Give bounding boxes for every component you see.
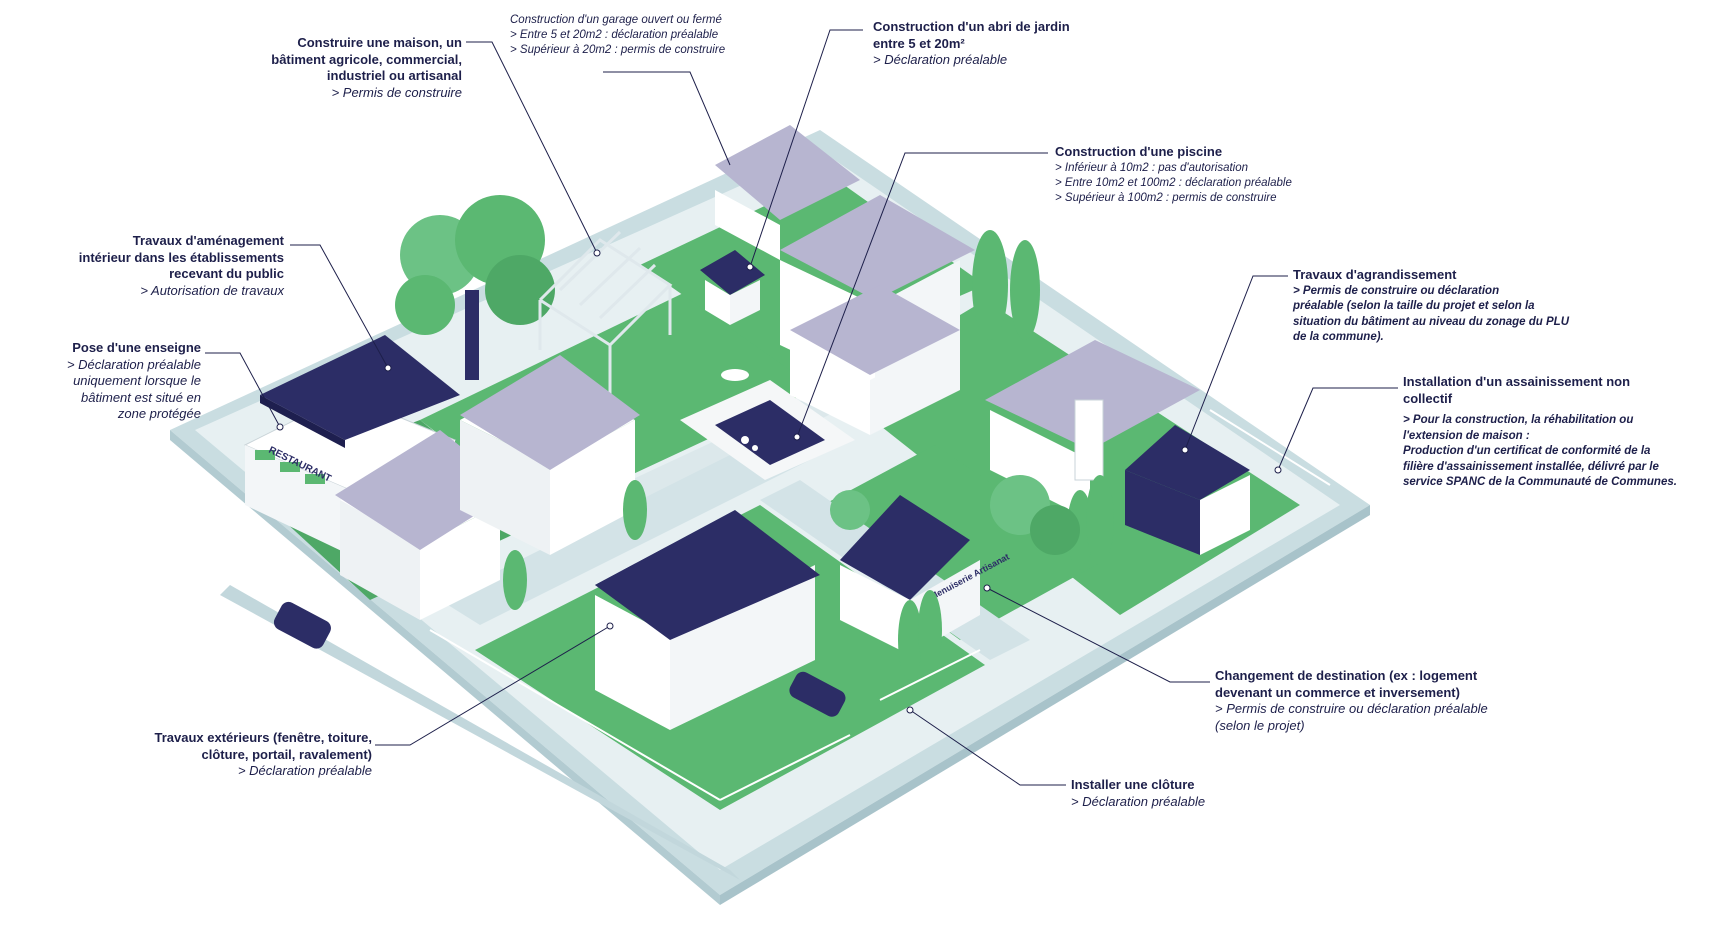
house-extension bbox=[985, 340, 1250, 555]
fences bbox=[429, 409, 1331, 801]
callout-note: > Permis de construire bbox=[331, 84, 462, 100]
leader-lines bbox=[205, 29, 1398, 786]
callout-title: Installer une clôture bbox=[1071, 777, 1195, 792]
callout-title: Pose d'une enseigne bbox=[72, 340, 201, 355]
callout-title: Changement de destination (ex : logement… bbox=[1215, 668, 1478, 700]
callout-title: Travaux extérieurs (fenêtre, toiture, cl… bbox=[154, 730, 372, 762]
callout-title: Construction d'un garage ouvert ou fermé bbox=[510, 14, 722, 26]
house-middle bbox=[460, 355, 640, 555]
callout-note: > Permis de construire ou déclaration pr… bbox=[1215, 701, 1488, 733]
callout-abri-jardin: Construction d'un abri de jardin entre 5… bbox=[873, 19, 1113, 69]
callout-amenagement: Travaux d'aménagement intérieur dans les… bbox=[40, 233, 284, 299]
callout-note: > Déclaration préalable uniquement lorsq… bbox=[66, 356, 201, 422]
callout-construire-maison: Construire une maison, un bâtiment agric… bbox=[230, 35, 462, 101]
callout-line: > Supérieur à 20m2 : permis de construir… bbox=[510, 44, 726, 56]
big-tree bbox=[395, 195, 555, 380]
callout-note: > Pour la construction, la réhabilitatio… bbox=[1403, 414, 1677, 488]
callout-note: > Permis de construire ou déclaration pr… bbox=[1293, 284, 1570, 344]
callout-note: > Déclaration préalable bbox=[873, 52, 1008, 67]
restaurant-building: RESTAURANT bbox=[243, 335, 460, 555]
cypress-trees bbox=[503, 230, 1114, 680]
callout-note: > Autorisation de travaux bbox=[140, 282, 284, 298]
callout-garage: Construction d'un garage ouvert ou fermé… bbox=[510, 13, 770, 58]
garden-shed bbox=[700, 250, 765, 325]
callout-title: Travaux d'aménagement intérieur dans les… bbox=[78, 233, 284, 281]
callout-title: Installation d'un assainissement non col… bbox=[1403, 374, 1631, 406]
callout-note: > Déclaration préalable bbox=[1071, 793, 1206, 809]
callout-line: > Entre 10m2 et 100m2 : déclaration préa… bbox=[1055, 176, 1292, 189]
cars bbox=[273, 601, 846, 717]
house-front bbox=[595, 510, 820, 730]
callout-line: > Entre 5 et 20m2 : déclaration préalabl… bbox=[510, 29, 719, 41]
house-top-garage bbox=[715, 125, 860, 260]
callout-note: > Déclaration préalable bbox=[237, 763, 372, 778]
callout-title: Construction d'une piscine bbox=[1055, 144, 1223, 159]
callout-enseigne: Pose d'une enseigne > Déclaration préala… bbox=[40, 340, 201, 423]
garage-frame bbox=[538, 230, 673, 395]
house-top-right bbox=[780, 195, 975, 435]
callout-line: > Inférieur à 10m2 : pas d'autorisation bbox=[1055, 161, 1249, 174]
callout-agrandissement: Travaux d'agrandissement > Permis de con… bbox=[1293, 267, 1613, 346]
callout-line: > Supérieur à 100m2 : permis de construi… bbox=[1055, 191, 1277, 204]
callout-title: Construire une maison, un bâtiment agric… bbox=[271, 35, 462, 83]
callout-piscine: Construction d'une piscine > Inférieur à… bbox=[1055, 144, 1335, 206]
callout-title: Travaux d'agrandissement bbox=[1293, 267, 1457, 282]
callout-cloture: Installer une clôture > Déclaration préa… bbox=[1071, 777, 1291, 810]
swimming-pool bbox=[680, 369, 855, 480]
callout-assainissement: Installation d'un assainissement non col… bbox=[1403, 374, 1703, 491]
callout-title: Construction d'un abri de jardin entre 5… bbox=[873, 19, 1070, 51]
callout-exterieurs: Travaux extérieurs (fenêtre, toiture, cl… bbox=[100, 730, 372, 780]
callout-changement: Changement de destination (ex : logement… bbox=[1215, 668, 1555, 734]
